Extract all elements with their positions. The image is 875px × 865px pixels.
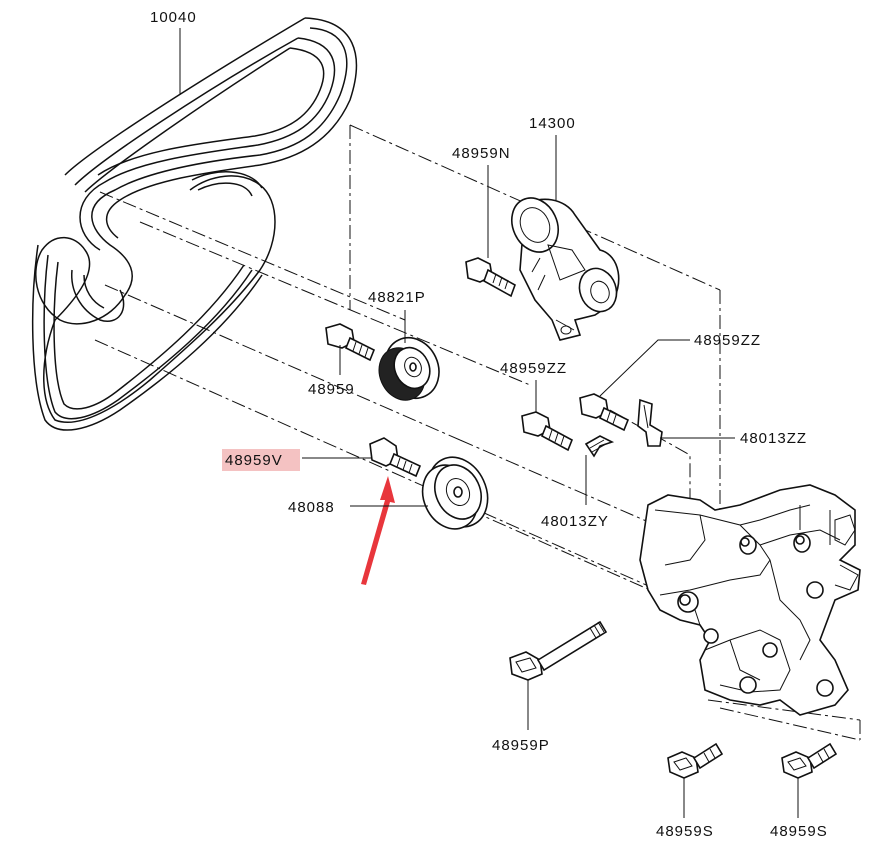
bracket-bolt-left[interactable]: [521, 411, 574, 452]
label-bracket-bolt-right: 48959ZZ: [694, 332, 761, 349]
highlight-arrow: [361, 476, 395, 585]
mounting-bracket[interactable]: [639, 484, 861, 716]
hose-clip[interactable]: [584, 435, 615, 458]
bracket-clip[interactable]: [637, 398, 663, 447]
idler-pulley-upper[interactable]: [371, 329, 449, 408]
label-idler-lower-bolt: 48959V: [225, 452, 283, 469]
mount-bolt-right[interactable]: [781, 742, 838, 779]
label-mount-bolt-right: 48959S: [770, 823, 828, 840]
label-idler-lower: 48088: [288, 499, 335, 516]
belt-tensioner[interactable]: [503, 190, 622, 341]
highlight-label-background: [222, 449, 300, 471]
label-long-bolt: 48959P: [492, 737, 550, 754]
label-tensioner-bolt: 48959N: [452, 145, 511, 162]
label-idler-upper-bolt: 48959: [308, 381, 355, 398]
idler-lower-bolt[interactable]: [369, 437, 422, 478]
label-idler-upper: 48821P: [368, 289, 426, 306]
label-hose-clip: 48013ZY: [541, 513, 609, 530]
idler-pulley-lower[interactable]: [412, 448, 498, 538]
tensioner-bolt[interactable]: [465, 257, 516, 298]
bracket-bolt-right-leader: [599, 339, 690, 397]
mount-bolt-left[interactable]: [667, 742, 724, 779]
label-belt: 10040: [150, 9, 197, 26]
label-mount-bolt-left: 48959S: [656, 823, 714, 840]
bracket-bolt-right[interactable]: [579, 393, 630, 432]
label-tensioner: 14300: [529, 115, 576, 132]
idler-upper-bolt[interactable]: [325, 323, 376, 362]
label-bracket-clip: 48013ZZ: [740, 430, 807, 447]
long-bolt[interactable]: [509, 620, 608, 681]
drive-belt[interactable]: [31, 17, 358, 431]
label-bracket-bolt-left: 48959ZZ: [500, 360, 567, 377]
